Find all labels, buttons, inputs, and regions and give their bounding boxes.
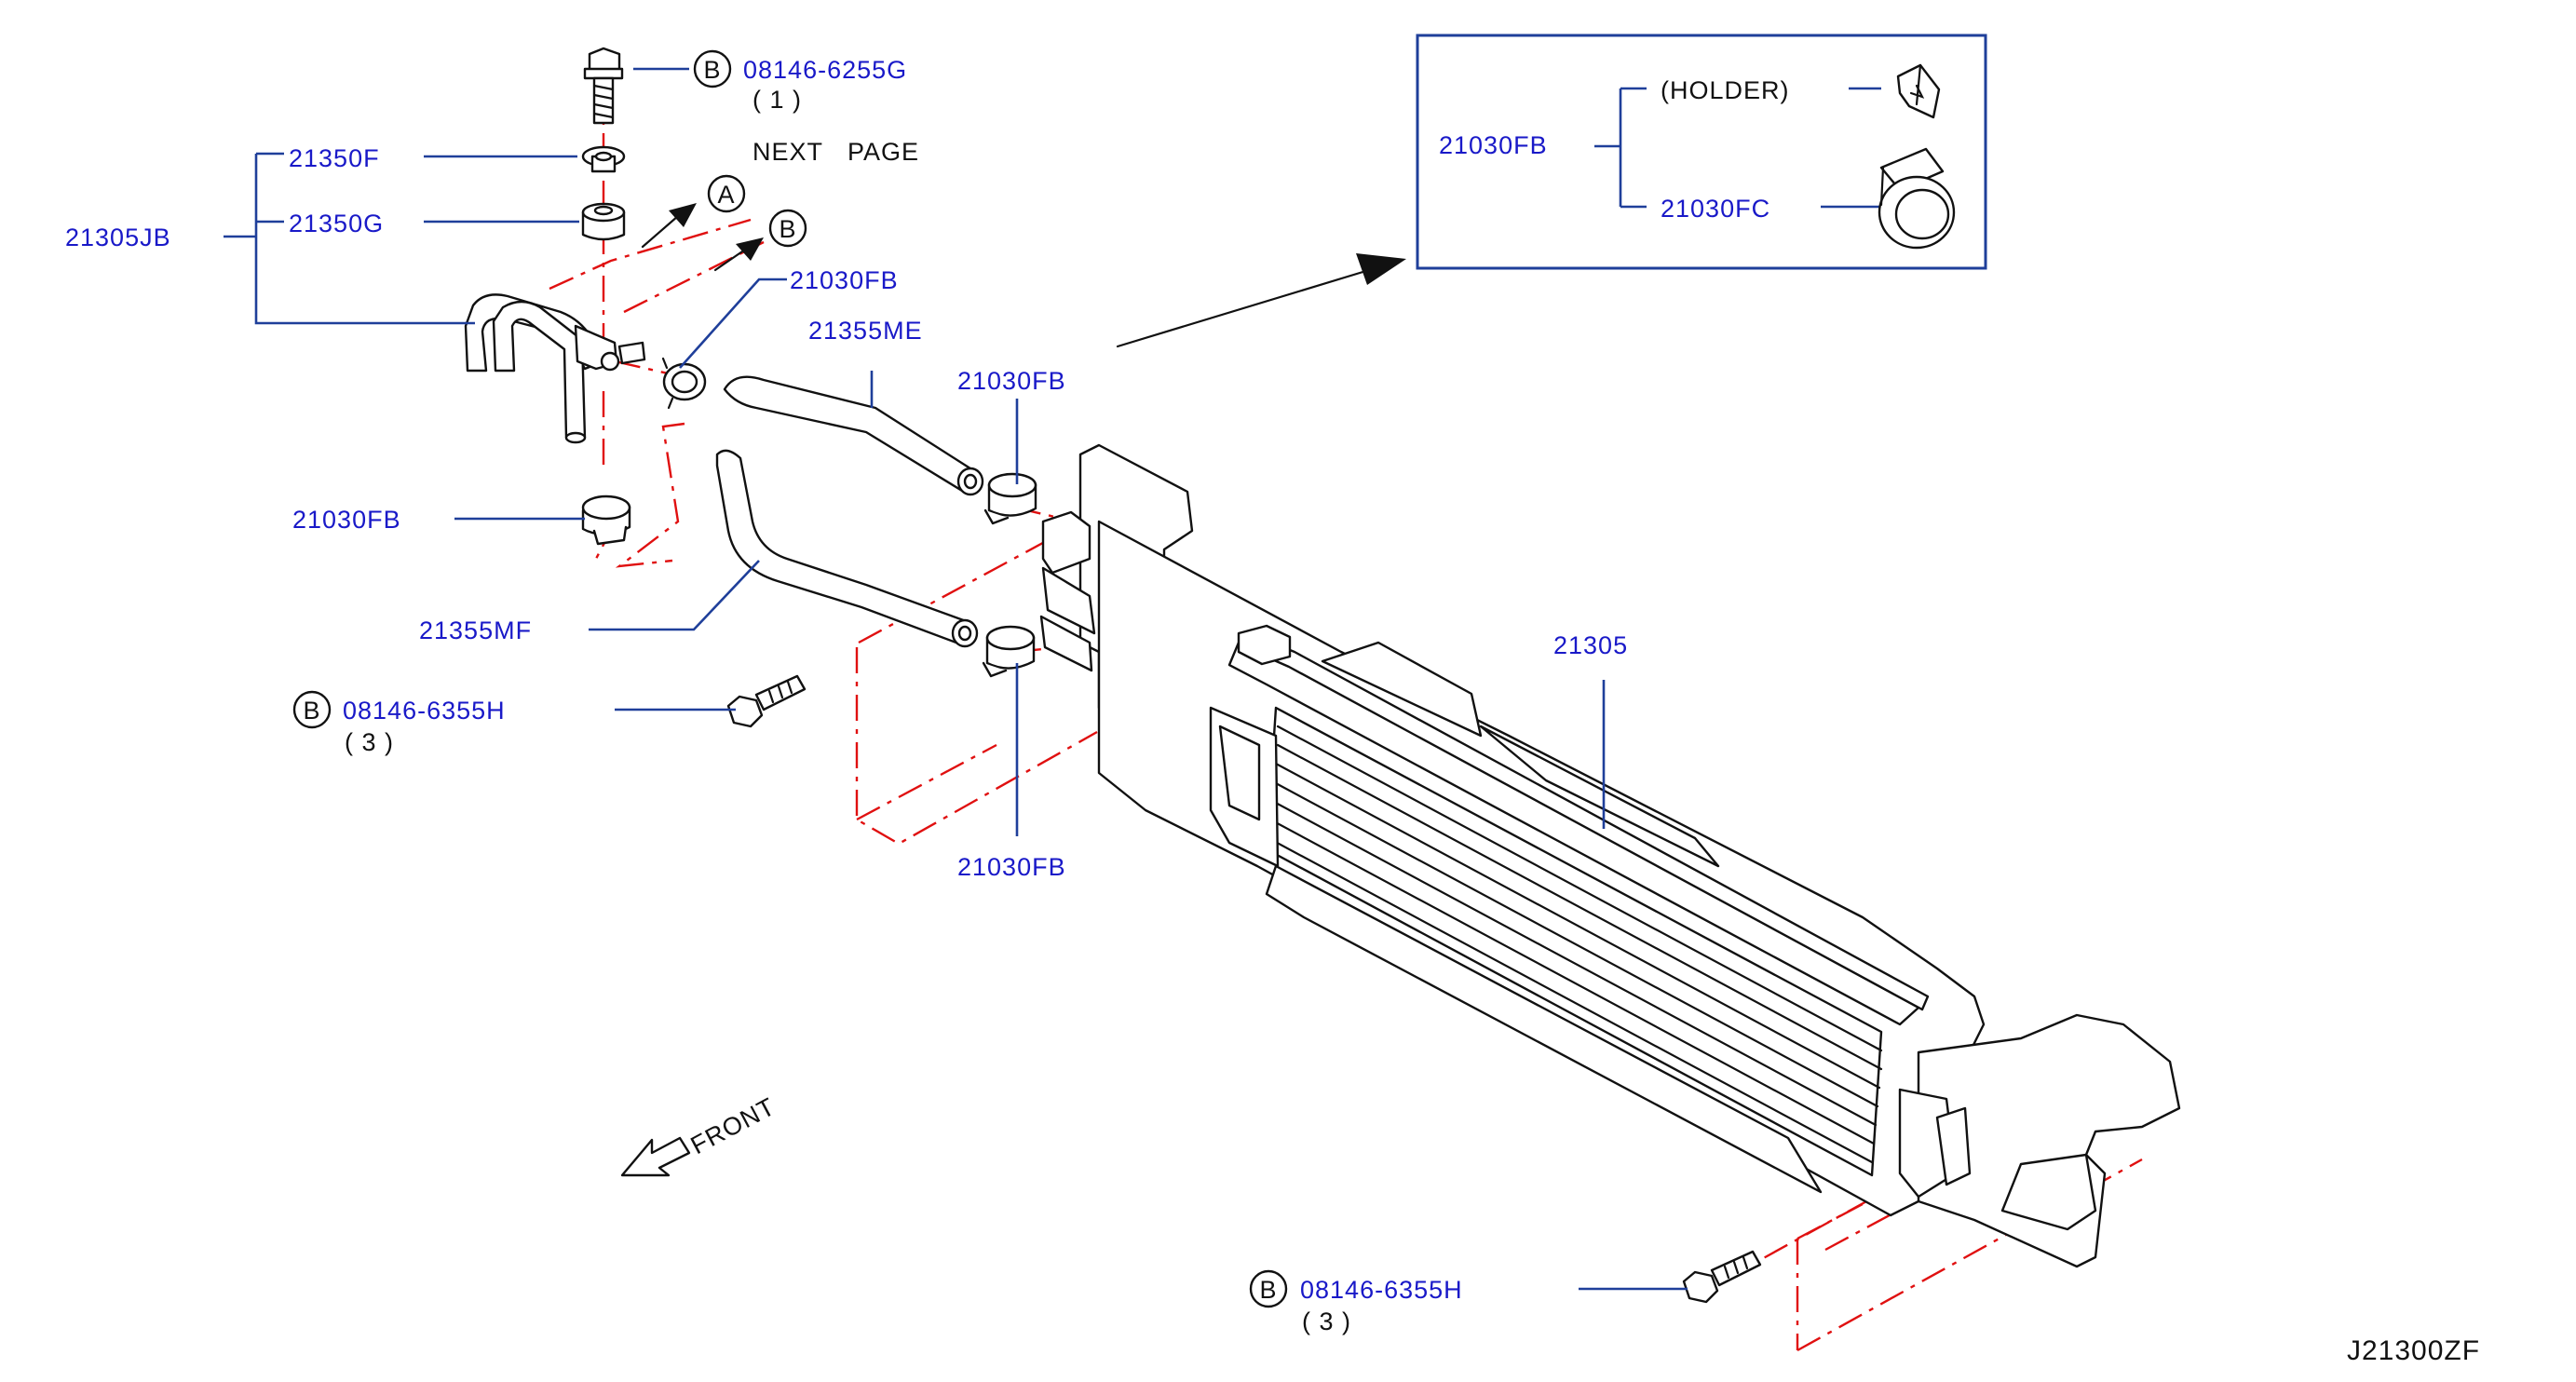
label-21350g[interactable]: 21350G: [289, 210, 384, 237]
front-direction-arrow: FRONT: [620, 1092, 780, 1177]
inset-code-label[interactable]: 21030FB: [1439, 131, 1548, 159]
bolt-marker-top-letter: B: [703, 56, 721, 84]
pipe-assembly-21305jb: [464, 293, 646, 444]
clip-left: [581, 495, 631, 546]
label-21305[interactable]: 21305: [1553, 631, 1628, 659]
bolt-left: [726, 674, 807, 728]
diagram-reference-code: J21300ZF: [2347, 1335, 2480, 1366]
clip-lower: [982, 625, 1036, 678]
label-21030fb-lower[interactable]: 21030FB: [957, 853, 1066, 881]
label-21030fb-mid[interactable]: 21030FB: [957, 367, 1066, 395]
clip-part-icon: [1878, 147, 1956, 250]
labels: B 08146-6255G ( 1 ) NEXT PAGE 21350F 213…: [65, 49, 2480, 1366]
arrow-to-a: A: [641, 174, 746, 249]
holder-inset: 21030FB (HOLDER) 21030FC: [1416, 34, 1987, 270]
hose-21355mf: [715, 449, 979, 648]
inset-holder-label: (HOLDER): [1661, 76, 1790, 104]
oil-cooler-21305: [1039, 443, 2181, 1268]
inset-clip-label[interactable]: 21030FC: [1661, 195, 1770, 223]
label-21305jb[interactable]: 21305JB: [65, 224, 171, 251]
arrow-to-b: B: [713, 209, 807, 272]
label-next-page: NEXT PAGE: [752, 138, 919, 166]
label-21030fb-left[interactable]: 21030FB: [292, 506, 401, 534]
top-bolt: [583, 47, 624, 125]
inset-frame: [1416, 34, 1987, 270]
hose-21355me: [723, 375, 984, 496]
front-label: FRONT: [686, 1092, 780, 1159]
grommet-21350g: [581, 202, 626, 241]
ref-a-letter: A: [717, 181, 735, 209]
label-21350f[interactable]: 21350F: [289, 144, 380, 172]
label-bolt-bottom-qty: ( 3 ): [1302, 1307, 1351, 1335]
label-bolt-top-code[interactable]: 08146-6255G: [743, 56, 907, 84]
label-bolt-top-qty: ( 1 ): [752, 86, 802, 114]
bolt-marker-bottom: [1249, 1269, 1288, 1308]
clip-upper: [661, 357, 707, 410]
inset-pointer-arrow: [1116, 253, 1406, 348]
bolt-marker-top: [693, 49, 732, 88]
bolt-marker-left-letter: B: [303, 697, 320, 725]
bolt-marker-left: [292, 690, 332, 729]
label-21355mf[interactable]: 21355MF: [419, 616, 532, 644]
bolt-bottom: [1682, 1250, 1762, 1304]
clip-mid: [983, 472, 1037, 525]
grommet-21350f: [581, 145, 626, 173]
leader-lines: [224, 67, 1688, 1291]
label-21355me[interactable]: 21355ME: [808, 317, 923, 345]
holder-part-icon: [1896, 63, 1941, 119]
label-bolt-bottom-code[interactable]: 08146-6355H: [1300, 1276, 1463, 1304]
bolt-marker-bottom-letter: B: [1259, 1276, 1277, 1304]
ref-b-letter: B: [779, 215, 796, 243]
label-21030fb-upper[interactable]: 21030FB: [790, 266, 899, 294]
label-bolt-left-code[interactable]: 08146-6355H: [343, 697, 506, 725]
label-bolt-left-qty: ( 3 ): [345, 728, 394, 756]
